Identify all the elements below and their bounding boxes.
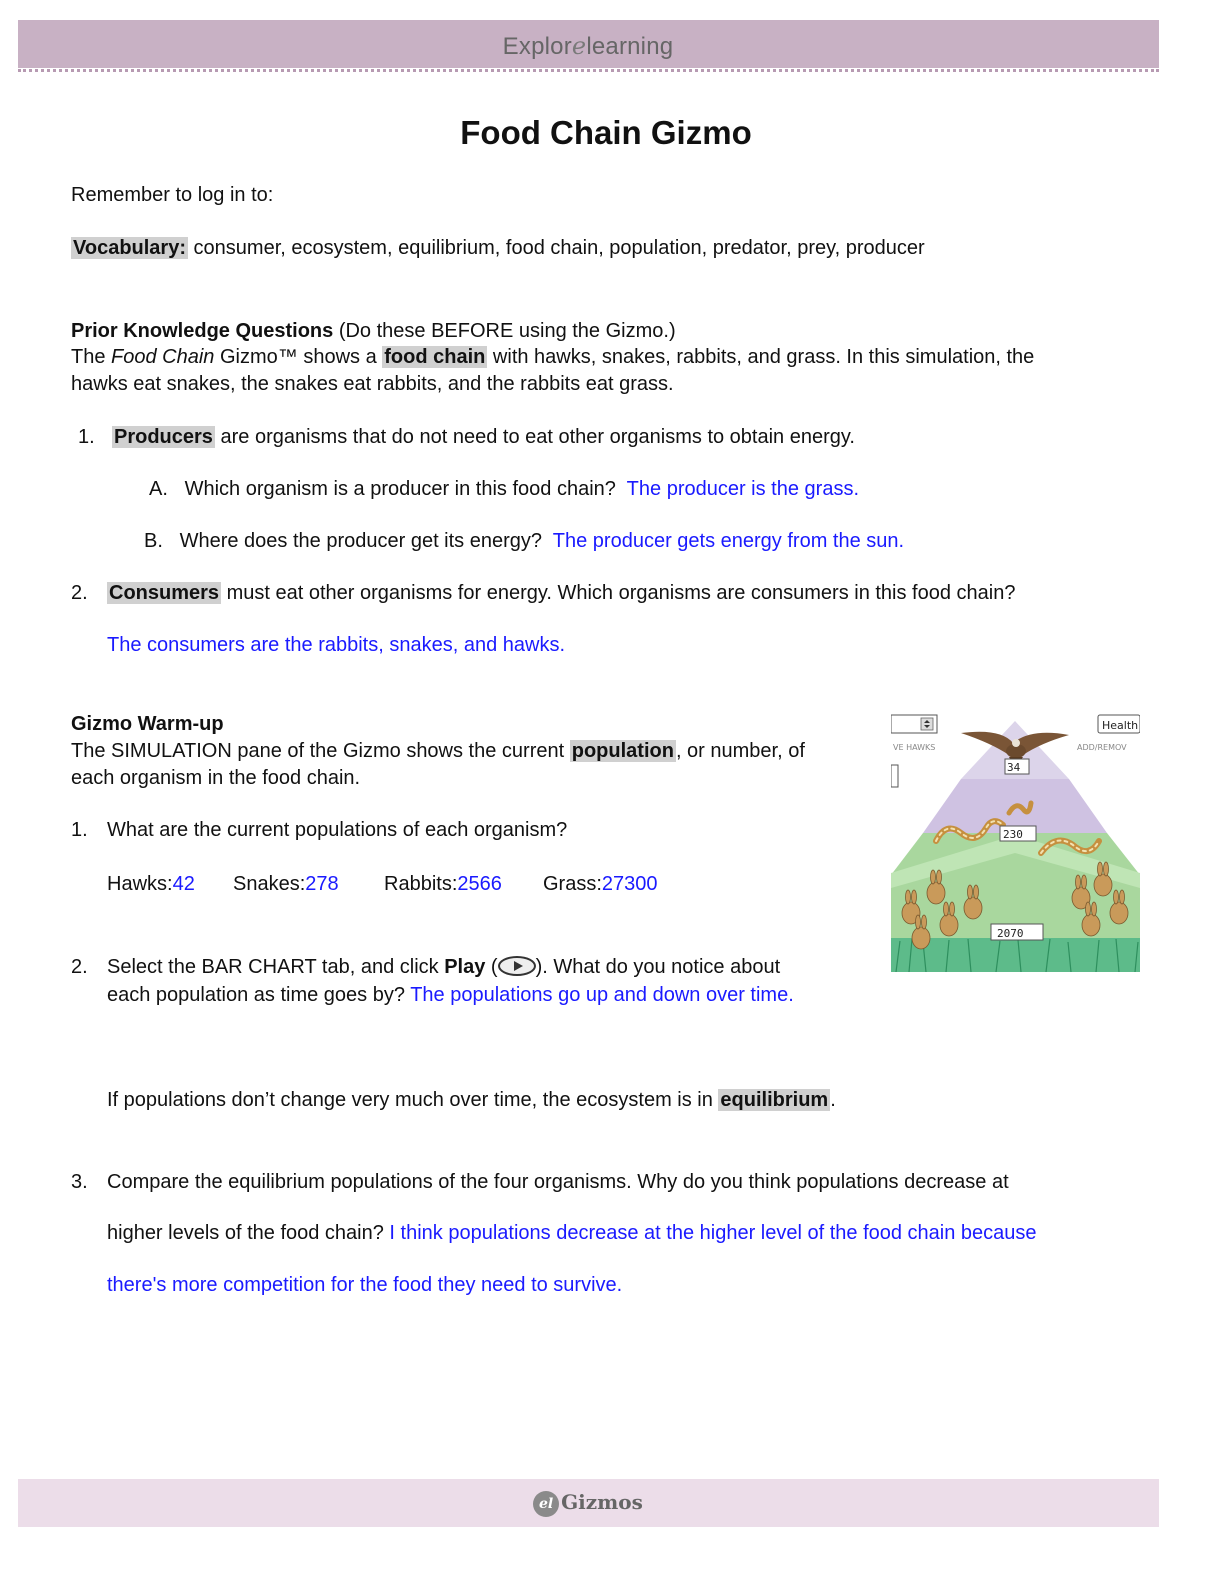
footer-bar xyxy=(18,1479,1159,1527)
warmup-q3-answer-line-2: there's more competition for the food th… xyxy=(107,1274,623,1296)
population-rabbits: Rabbits:2566 xyxy=(384,873,502,895)
warmup-q3-number: 3. xyxy=(71,1171,88,1193)
explorelearning-logo: Explorelearning xyxy=(502,32,674,60)
gizmo-simulation-image: VE HAWKS Health ADD/REMOV 34 230 xyxy=(891,713,1140,972)
hawk-population-label: 34 xyxy=(1007,761,1021,774)
snake-icon xyxy=(933,800,1102,856)
warmup-q2-line-2: each population as time goes by? The pop… xyxy=(107,984,794,1006)
warmup-q1: What are the current populations of each… xyxy=(107,819,568,841)
warmup-q2-number: 2. xyxy=(71,956,88,978)
question-1: Producers are organisms that do not need… xyxy=(112,426,855,448)
question-2-number: 2. xyxy=(71,582,88,604)
header-bar xyxy=(18,20,1159,68)
rabbit-icon xyxy=(901,861,1129,950)
page-title: Food Chain Gizmo xyxy=(460,114,752,151)
warmup-q3-line-2: higher levels of the food chain? I think… xyxy=(107,1222,1037,1244)
warmup-intro-line-2: each organism in the food chain. xyxy=(71,767,361,789)
question-2: Consumers must eat other organisms for e… xyxy=(107,582,1016,604)
population-hawks: Hawks:42 xyxy=(107,873,195,895)
prior-intro-line-1: The Food Chain Gizmo™ shows a food chain… xyxy=(71,346,1035,368)
population-grass: Grass:27300 xyxy=(543,873,658,895)
warmup-q3-line-1: Compare the equilibrium populations of t… xyxy=(107,1171,1009,1193)
warmup-q1-number: 1. xyxy=(71,819,88,841)
prior-knowledge-heading: Prior Knowledge Questions (Do these BEFO… xyxy=(71,320,676,342)
equilibrium-definition: If populations don’t change very much ov… xyxy=(107,1089,836,1111)
header-divider xyxy=(18,69,1159,72)
question-1b: B. Where does the producer get its energ… xyxy=(144,530,905,552)
login-note: Remember to log in to: xyxy=(71,184,274,206)
rabbit-population-label: 2070 xyxy=(997,927,1024,940)
play-icon xyxy=(497,956,536,976)
prior-intro-line-2: hawks eat snakes, the snakes eat rabbits… xyxy=(71,373,674,395)
add-remove-label: ADD/REMOV xyxy=(1077,743,1127,752)
remove-hawks-label: VE HAWKS xyxy=(893,743,935,752)
warmup-q2-line-1: Select the BAR CHART tab, and click Play… xyxy=(107,956,781,978)
warmup-intro-line-1: The SIMULATION pane of the Gizmo shows t… xyxy=(71,740,805,762)
warmup-heading: Gizmo Warm-up xyxy=(71,713,224,735)
health-button: Health xyxy=(1102,719,1138,732)
snake-population-label: 230 xyxy=(1003,828,1023,841)
question-1a: A. Which organism is a producer in this … xyxy=(149,478,860,500)
question-2-answer: The consumers are the rabbits, snakes, a… xyxy=(107,634,566,656)
question-1-number: 1. xyxy=(78,426,95,448)
population-snakes: Snakes:278 xyxy=(233,873,339,895)
vocabulary: Vocabulary: consumer, ecosystem, equilib… xyxy=(71,237,925,259)
